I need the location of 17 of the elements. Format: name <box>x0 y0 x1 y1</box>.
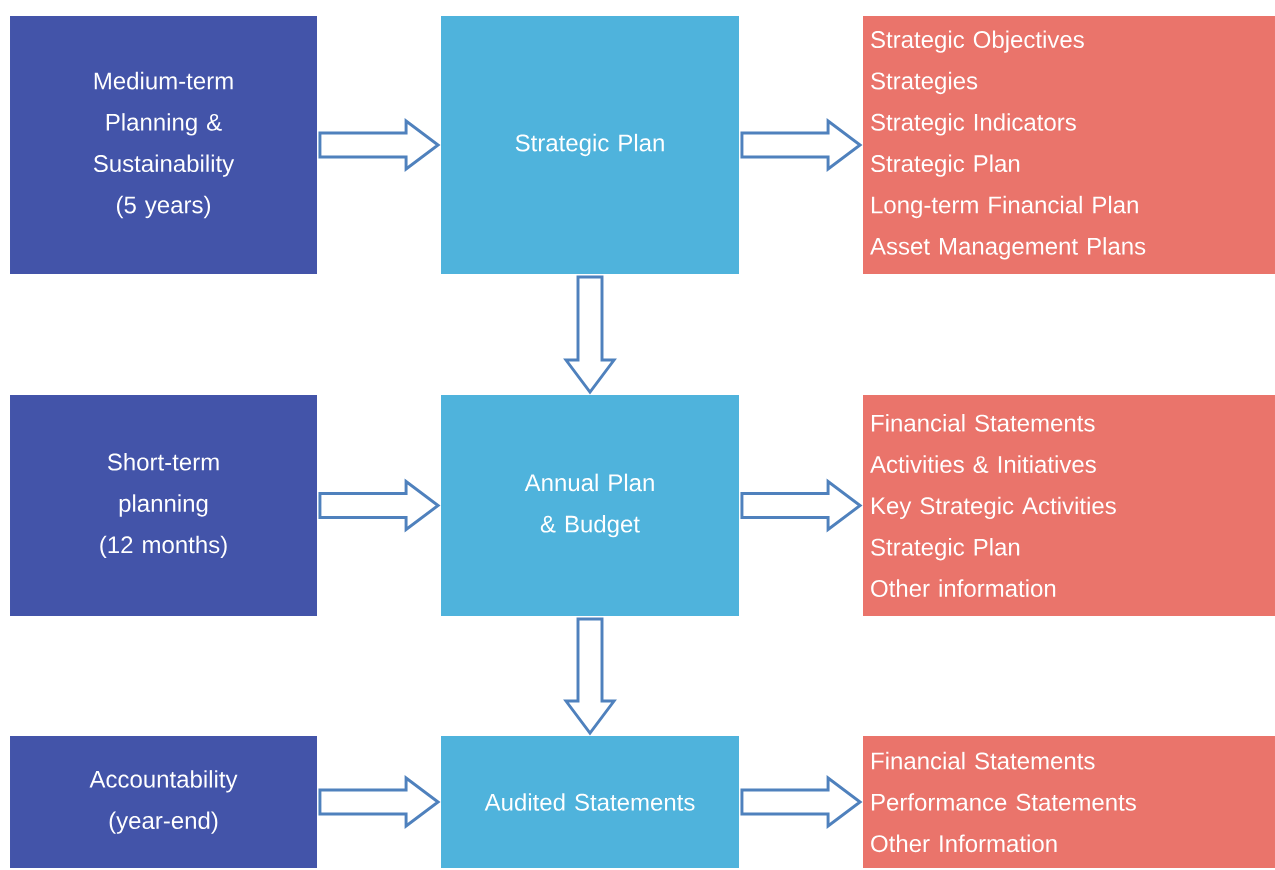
label-box: Short-term planning (12 months) <box>10 395 317 616</box>
block-arrow <box>563 275 617 395</box>
label-box: Accountability (year-end) <box>10 736 317 868</box>
block-arrow <box>563 617 617 736</box>
list-box: Financial Statements Activities & Initiatives Key Strategic Activities Strategic Plan Other information <box>863 395 1275 616</box>
process-box: Strategic Plan <box>441 16 739 274</box>
block-arrow <box>318 478 441 533</box>
process-box: Audited Statements <box>441 736 739 868</box>
label-box: Medium-term Planning & Sustainability (5 years) <box>10 16 317 274</box>
block-arrow <box>740 478 863 533</box>
block-arrow <box>740 775 863 829</box>
block-arrow <box>318 775 441 829</box>
process-box: Annual Plan & Budget <box>441 395 739 616</box>
block-arrow <box>740 118 863 172</box>
list-box: Strategic Objectives Strategies Strategic Indicators Strategic Plan Long-term Financial Plan Asset Management Plans <box>863 16 1275 274</box>
block-arrow <box>318 118 441 172</box>
list-box: Financial Statements Performance Statements Other Information <box>863 736 1275 868</box>
